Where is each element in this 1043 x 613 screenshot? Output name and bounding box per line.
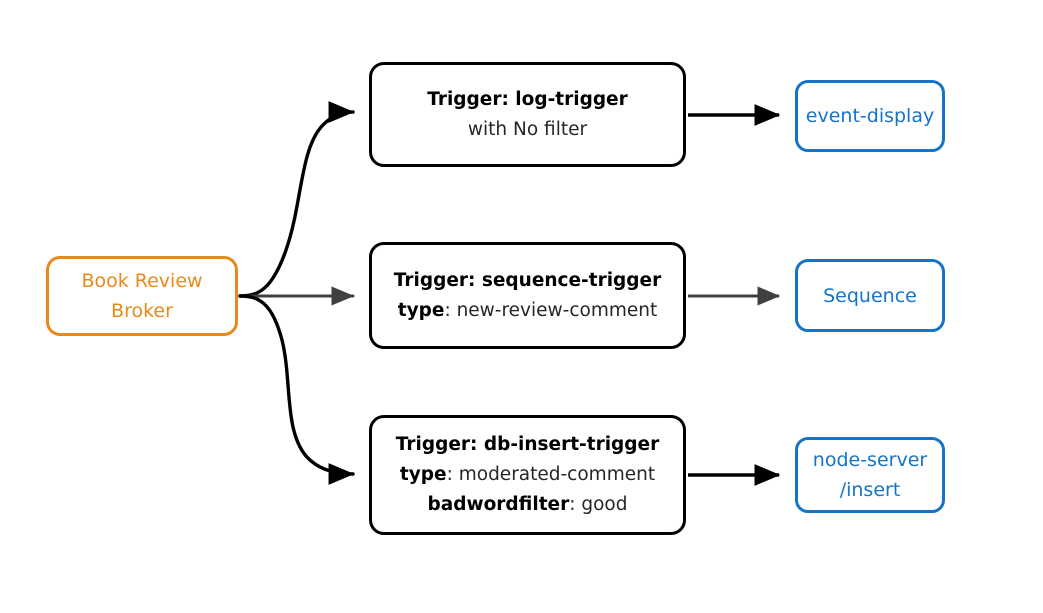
node-event-display[interactable]: event-display <box>795 80 945 152</box>
broker-label-line2: Broker <box>111 300 173 322</box>
db-insert-trigger-line-3: badwordfilter: good <box>427 494 628 515</box>
event-display-label: event-display <box>805 105 935 127</box>
node-server-label-line2: /insert <box>839 479 901 501</box>
node-server-label-line1: node-server <box>812 449 928 471</box>
db-insert-trigger-line-1: Trigger: db-insert-trigger <box>395 434 660 455</box>
node-node-server-insert[interactable]: node-server /insert <box>795 437 945 513</box>
log-trigger-line-1: Trigger: log-trigger <box>427 88 628 110</box>
node-log-trigger[interactable]: Trigger: log-trigger with No filter <box>369 62 686 167</box>
node-book-review-broker[interactable]: Book Review Broker <box>46 256 238 336</box>
log-trigger-line-2: with No filter <box>467 118 588 140</box>
db-insert-trigger-line-2: type: moderated-comment <box>399 464 656 485</box>
sequence-trigger-line-1: Trigger: sequence-trigger <box>393 269 662 291</box>
node-sequence-trigger[interactable]: Trigger: sequence-trigger type: new-revi… <box>369 242 686 349</box>
broker-label-line1: Book Review <box>81 270 203 292</box>
sequence-trigger-line-2: type: new-review-comment <box>397 299 658 321</box>
node-sequence[interactable]: Sequence <box>795 259 945 332</box>
edge-broker-to-db-insert-trigger <box>238 294 355 485</box>
node-db-insert-trigger[interactable]: Trigger: db-insert-trigger type: moderat… <box>369 415 686 535</box>
edge-broker-to-log-trigger <box>238 101 355 298</box>
sequence-label: Sequence <box>823 284 917 307</box>
